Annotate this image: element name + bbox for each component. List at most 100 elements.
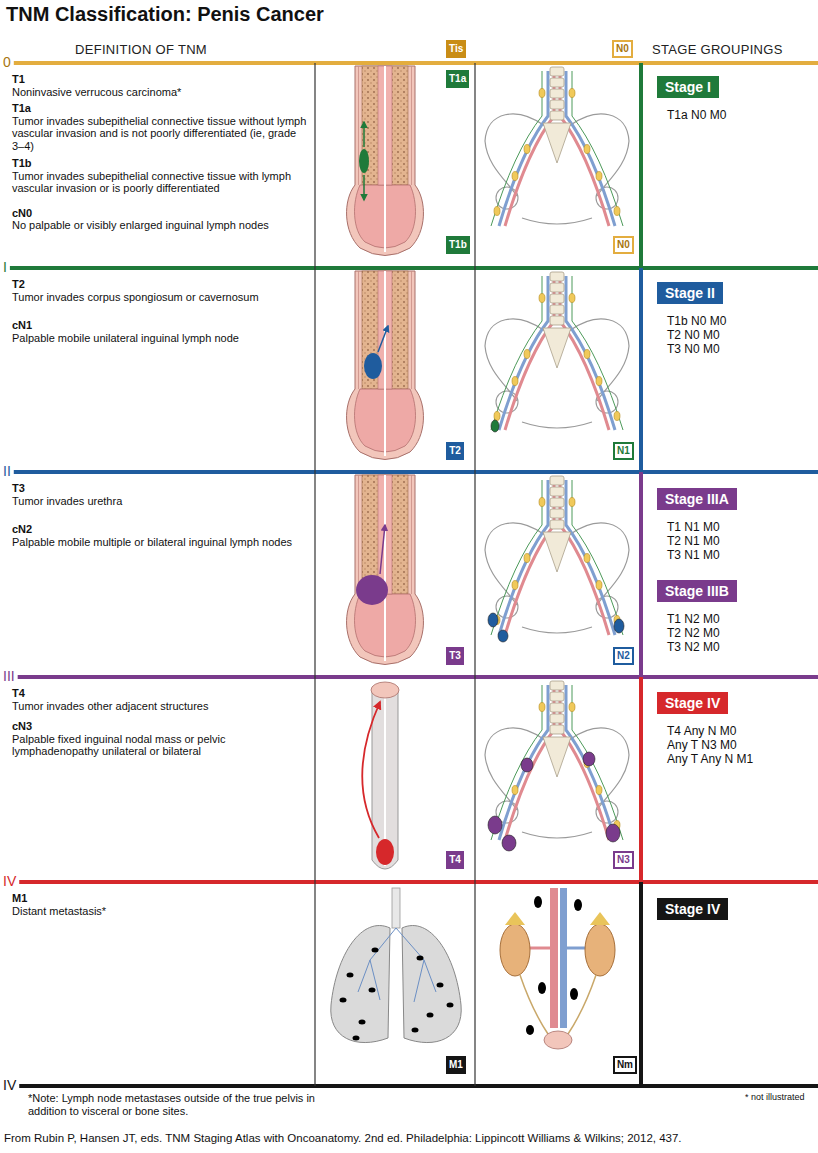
vertebra xyxy=(550,272,564,281)
lymph-chain xyxy=(572,685,623,840)
metastasis xyxy=(427,1013,434,1018)
stage-divider-line xyxy=(10,266,818,270)
involved-lymph-node xyxy=(614,619,624,633)
penile-shaft xyxy=(372,688,398,869)
involved-lymph-node xyxy=(488,816,502,834)
metastasis xyxy=(534,896,542,908)
lymph-node xyxy=(539,703,545,712)
stage-divider-line xyxy=(14,61,818,65)
penis-illustration xyxy=(347,66,424,256)
vertebra xyxy=(550,78,564,87)
pelvis-lymph-illustration xyxy=(485,67,629,226)
vertebra xyxy=(550,67,564,76)
lymph-node xyxy=(539,498,545,507)
pelvis-lymph-illustration xyxy=(485,272,629,432)
lymph-chain xyxy=(491,480,542,635)
tumor xyxy=(359,149,369,173)
pubic-arch xyxy=(522,627,592,633)
lymph-node xyxy=(494,207,500,216)
metastasis xyxy=(359,1020,366,1025)
vertebra xyxy=(550,100,564,109)
stage-column-divider xyxy=(639,268,643,472)
lymph-node xyxy=(569,703,575,712)
stage-name: Stage IIIB xyxy=(665,583,729,599)
category-code: T4 xyxy=(12,687,310,700)
trachea xyxy=(392,888,400,928)
definition-column: M1Distant metastasis* xyxy=(12,888,310,917)
stage-column-divider xyxy=(639,63,643,268)
metastasis xyxy=(447,1003,454,1008)
ureter xyxy=(520,975,548,1034)
category-code: T3 xyxy=(12,482,310,495)
lymph-node xyxy=(596,377,602,386)
penis-illustration xyxy=(347,271,424,460)
vertebra xyxy=(550,283,564,292)
bladder xyxy=(544,1031,572,1049)
spread-arrow xyxy=(363,122,365,147)
iliac-vein xyxy=(566,276,615,430)
category-code: T2 xyxy=(12,278,310,291)
lymph-node xyxy=(512,581,518,590)
ureter xyxy=(568,975,596,1034)
vertebra xyxy=(550,520,564,529)
category-label: T1b xyxy=(449,237,467,253)
penis-skin xyxy=(347,271,424,460)
lymph-node xyxy=(596,786,602,795)
category-label: N0 xyxy=(617,238,630,252)
lymph-node xyxy=(524,554,530,563)
urethra xyxy=(384,66,386,252)
vertebra xyxy=(550,294,564,303)
category-definition: Tumor invades urethra xyxy=(12,495,310,508)
iliac-bone xyxy=(569,319,629,401)
n-category-box: N1 xyxy=(613,442,634,460)
definition-column: T2Tumor invades corpus spongiosum or cav… xyxy=(12,274,310,344)
lymph-node xyxy=(584,554,590,563)
t-category-box: T2 xyxy=(446,442,464,460)
lymph-node xyxy=(614,207,620,216)
metastasis xyxy=(437,983,444,988)
stage-grouping: T3 N0 M0 xyxy=(667,342,807,356)
iliac-bone xyxy=(485,114,545,196)
stage-group-box: Stage I xyxy=(657,76,719,98)
grid-lines xyxy=(10,63,818,1086)
stage-name: Stage IIIA xyxy=(665,491,729,507)
stage-numeral: 0 xyxy=(3,54,11,70)
iliac-vein xyxy=(566,480,615,635)
stage-grouping: T2 N0 M0 xyxy=(667,328,807,342)
lymph-chain xyxy=(491,276,542,430)
t-category-box: M1 xyxy=(446,1056,466,1074)
iliac-vein xyxy=(499,276,548,430)
lymph-node xyxy=(512,172,518,181)
metastasis xyxy=(372,948,379,953)
category-code: cN1 xyxy=(12,319,310,332)
lymph-node xyxy=(569,498,575,507)
category-code: cN3 xyxy=(12,720,310,733)
involved-lymph-node xyxy=(583,752,595,766)
stage-group-box: Stage IV xyxy=(657,898,728,920)
metastasis xyxy=(412,1028,419,1033)
stage-numeral: IV xyxy=(3,1077,16,1093)
involved-lymph-node xyxy=(606,824,620,842)
skin-layer xyxy=(358,271,359,389)
metastasis xyxy=(526,1025,534,1035)
metastasis xyxy=(538,982,546,994)
stage-divider-line xyxy=(14,470,818,474)
category-definition: No palpable or visibly enlarged inguinal… xyxy=(12,219,310,232)
aorta xyxy=(550,888,558,1028)
lymph-node xyxy=(524,145,530,154)
penis-skin xyxy=(347,475,424,665)
category-definition: Palpable fixed inguinal nodal mass or pe… xyxy=(12,733,310,758)
vertebra xyxy=(550,681,564,690)
metastasis xyxy=(347,973,354,978)
renal-vessel xyxy=(567,947,586,950)
vena-cava xyxy=(560,888,567,1028)
stage-name: Stage II xyxy=(665,285,715,301)
t-category-box: T4 xyxy=(446,851,464,869)
lymph-node xyxy=(584,350,590,359)
lung xyxy=(331,926,390,1043)
skin-layer xyxy=(411,475,412,594)
iliac-vein xyxy=(566,71,615,226)
category-code: M1 xyxy=(12,892,310,905)
t-category-box: T1a xyxy=(446,70,469,88)
footnote: * not illustrated xyxy=(745,1092,815,1103)
